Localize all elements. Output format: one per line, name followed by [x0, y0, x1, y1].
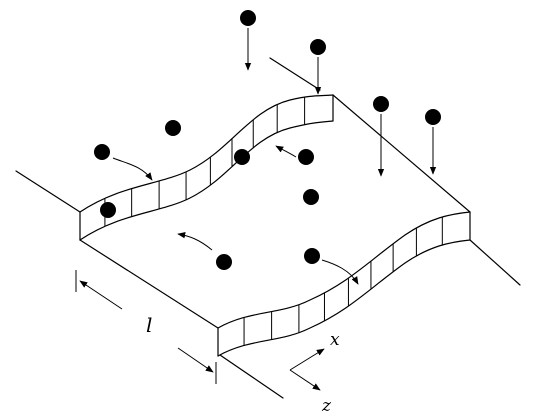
motion-arrows	[112, 28, 437, 285]
slab-outline	[79, 94, 471, 329]
particles	[94, 10, 441, 270]
particle	[234, 149, 250, 165]
particle	[216, 254, 232, 270]
back-wavy-wall	[79, 94, 334, 241]
axis-z-arrow	[289, 369, 321, 391]
particle	[165, 120, 181, 136]
particle	[100, 202, 116, 218]
particle	[304, 248, 320, 264]
back-wall-ticks	[104, 97, 306, 227]
particle	[303, 189, 319, 205]
particle	[425, 109, 441, 125]
axis-x-label: x	[330, 330, 340, 350]
arrow-curved	[321, 259, 359, 285]
particle	[94, 144, 110, 160]
front-wavy-wall	[217, 211, 471, 357]
axis-z-label: z	[321, 396, 332, 416]
particle	[373, 96, 389, 112]
arrow-curved	[275, 145, 297, 158]
axis-x-arrow	[289, 348, 325, 371]
arrow-curved	[177, 232, 213, 251]
front-wall-ticks	[243, 216, 443, 346]
arrow-curved	[112, 157, 153, 181]
extension-lines	[15, 57, 521, 399]
particle	[298, 149, 314, 165]
length-label: l	[146, 313, 152, 337]
length-dimension: l	[75, 270, 217, 384]
particle	[310, 39, 326, 55]
axes: x z	[289, 330, 340, 416]
particle	[240, 10, 256, 26]
